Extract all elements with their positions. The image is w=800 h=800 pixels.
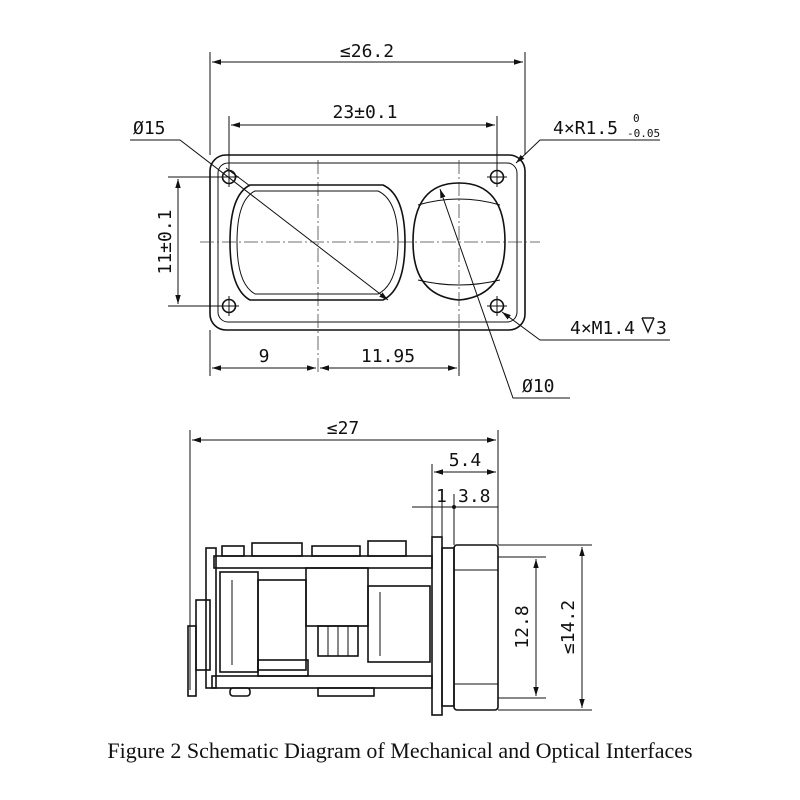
- lens-height-label: 12.8: [512, 605, 533, 648]
- right-aperture-dia-leader: [439, 188, 570, 399]
- hole-spacing-h-label: 23±0.1: [332, 102, 397, 123]
- mount-hole-bottom-left: [219, 296, 239, 316]
- front-module: [367, 585, 431, 663]
- svg-text:4×M1.4: 4×M1.4: [570, 318, 635, 339]
- front-plate-outline: [209, 154, 526, 331]
- left-aperture-dia-leader: [130, 139, 389, 301]
- pcb-top-board: [213, 555, 433, 569]
- lens-depth-label: 5.4: [449, 450, 482, 471]
- mount-hole-bottom-right: [487, 296, 507, 316]
- top-component-2: [251, 542, 303, 557]
- lower-component-2: [317, 687, 375, 697]
- pcb-back-plate: [205, 547, 217, 689]
- sensor-block: [219, 571, 259, 673]
- side-view: ≤27 5.4 1 3.8: [187, 418, 592, 716]
- right-aperture-flat-bottom: [417, 279, 501, 286]
- front-plate-inner-outline: [217, 162, 518, 323]
- top-component-3: [311, 545, 361, 557]
- screw-head: [229, 687, 251, 697]
- offset-left-label: 9: [259, 346, 270, 367]
- corner-radius-label: 4×R1.5: [553, 118, 618, 139]
- top-component-1: [221, 545, 245, 557]
- mount-holes-label: 4×M1.4 3: [570, 317, 667, 339]
- hole-spacing-v-label: 11±0.1: [155, 209, 176, 274]
- right-aperture-dia-label: Ø10: [522, 376, 555, 397]
- depth-symbol-icon: [641, 317, 655, 334]
- svg-text:3: 3: [656, 318, 667, 339]
- center-module: [305, 567, 369, 627]
- left-aperture-outline: [229, 184, 406, 301]
- lower-component: [257, 659, 309, 677]
- left-aperture-dia-label: Ø15: [133, 118, 166, 139]
- rear-connector-body: [195, 599, 211, 671]
- corner-radius-leader: [515, 139, 660, 164]
- front-view: ≤26.2 23±0.1 11±0.1 9 11.95 Ø15 4×R1.5 0…: [130, 41, 670, 399]
- corner-radius-tol-lower: -0.05: [627, 127, 660, 140]
- right-aperture-outline: [412, 182, 506, 301]
- mount-hole-top-right: [487, 167, 507, 187]
- flange-offset-a-label: 1: [436, 486, 447, 507]
- pcb-bottom-board: [211, 675, 433, 689]
- lens-flange-step: [441, 547, 455, 707]
- figure-caption: Figure 2 Schematic Diagram of Mechanical…: [107, 738, 693, 763]
- overall-length-label: ≤27: [327, 418, 360, 439]
- corner-radius-tol-upper: 0: [633, 112, 640, 125]
- lens-flange: [431, 536, 443, 716]
- mount-holes-leader: [501, 311, 670, 341]
- right-aperture-flat-top: [417, 198, 501, 206]
- overall-width-label: ≤26.2: [340, 41, 394, 62]
- flange-offset-b-label: 3.8: [458, 486, 491, 507]
- top-component-4: [367, 540, 407, 557]
- rear-connector-tab: [187, 625, 197, 697]
- offset-right-label: 11.95: [361, 346, 415, 367]
- left-aperture-inner: [236, 190, 399, 295]
- total-height-label: ≤14.2: [558, 600, 579, 654]
- lens-barrel: [257, 579, 307, 671]
